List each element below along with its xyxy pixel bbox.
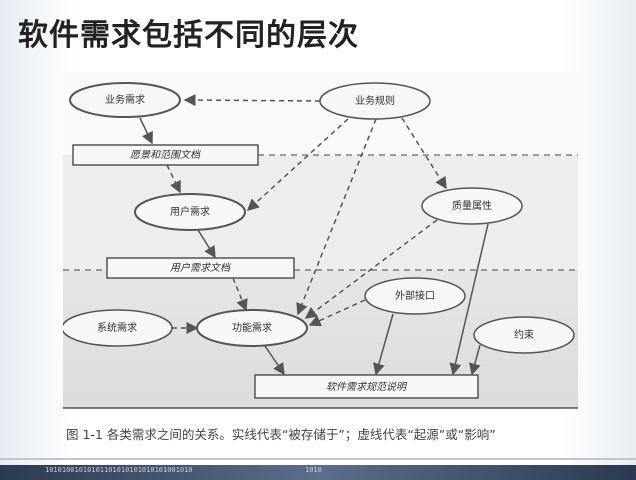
node-functional-req [196,309,308,347]
arrow-quality-to-srs [449,223,489,376]
label-srs: 软件需求规范说明 [326,381,408,393]
arrow-external-to-functional [308,299,366,327]
arrow-quality-to-functional [304,219,438,319]
label-external-iface: 外部接口 [395,289,435,302]
requirements-diagram: 业务需求 业务规则 愿景和范围文档 用户需求 质量属性 用户需求文档 外部接口 … [61,72,578,412]
arrow-business-to-vision [139,117,153,145]
slide-title: 软件需求包括不同的层次 [18,18,359,53]
node-quality-attr [421,187,523,225]
arrow-vision-to-user [166,164,181,194]
arrow-rules-to-business [183,94,321,107]
label-constraints: 约束 [514,328,534,341]
label-business-rules: 业务规则 [355,94,395,107]
arrow-userdoc-to-functional [232,277,248,312]
label-business-req: 业务需求 [105,93,145,106]
arrow-external-to-srs [373,313,394,376]
node-user-req [134,193,246,231]
arrow-rules-to-quality [401,117,447,190]
node-business-rules [319,82,431,120]
label-vision-doc: 愿景和范围文档 [130,149,202,161]
footer-bar: 10101001010101101010101010101001010 1010 [0,465,636,480]
node-external-iface [364,277,466,315]
figure-caption: 图 1-1 各类需求之间的关系。实线代表“被存储于”；虚线代表“起源”或“影响” [66,427,496,442]
node-business-req [69,82,181,118]
footer-divider [0,458,636,460]
footer-binary: 10101001010101101010101010101001010 [45,466,193,474]
node-vision-doc [72,144,259,166]
node-srs [254,374,479,399]
arrow-rules-to-functional [296,118,377,316]
label-functional-req: 功能需求 [232,321,272,334]
arrow-functional-to-srs [264,345,285,376]
label-system-req: 系统需求 [97,321,137,334]
node-constraints [473,316,575,354]
arrow-user-to-userdoc [197,229,216,259]
arrow-rules-to-user [246,118,349,212]
label-user-req-doc: 用户需求文档 [170,262,232,274]
node-user-req-doc [106,257,295,279]
label-quality-attr: 质量属性 [452,199,492,212]
label-user-req: 用户需求 [170,205,210,218]
arrow-constraints-to-srs [469,344,481,376]
footer-center: 1010 [305,466,322,474]
diagram-canvas: 业务需求 业务规则 愿景和范围文档 用户需求 质量属性 用户需求文档 外部接口 … [61,72,578,409]
